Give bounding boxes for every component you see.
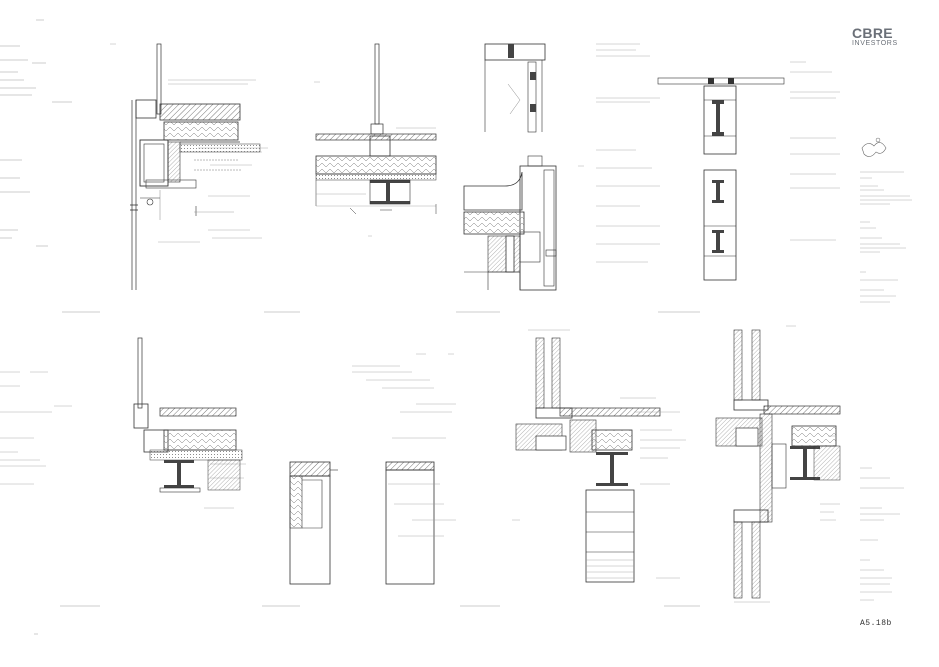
detail-1 <box>0 43 268 313</box>
detail-7 <box>460 329 686 607</box>
detail-6 <box>262 353 456 607</box>
detail-5 <box>0 337 246 607</box>
brand-logo: CBRE INVESTORS <box>852 26 902 48</box>
titleblock-graphics <box>860 137 912 601</box>
brand-name: CBRE <box>852 25 893 41</box>
detail-4 <box>596 43 840 313</box>
sheet-number: A5.18b <box>860 619 892 628</box>
detail-3 <box>456 43 584 313</box>
detail-2 <box>264 43 437 313</box>
brand-subtitle: INVESTORS <box>852 40 898 47</box>
detail-8 <box>664 325 841 607</box>
